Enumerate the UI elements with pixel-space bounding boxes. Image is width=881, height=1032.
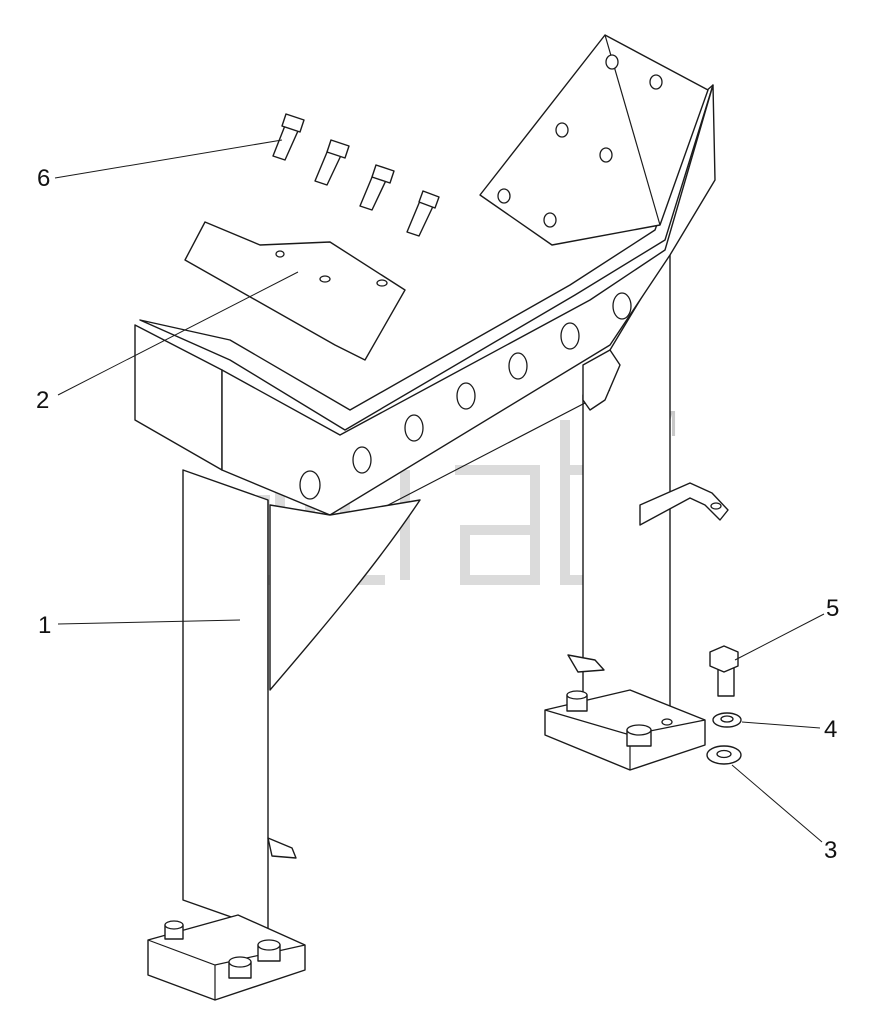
cradle-holes [299, 54, 663, 500]
bolts-set [272, 113, 440, 237]
callout-5: 5 [826, 595, 839, 622]
leader-2 [57, 271, 299, 396]
bolt [359, 164, 395, 211]
leader-5 [734, 613, 825, 661]
callout-4: 4 [824, 716, 837, 743]
callout-2: 2 [36, 387, 49, 414]
callout-1: 1 [38, 612, 51, 639]
bolt [272, 113, 305, 161]
leader-lines [54, 139, 825, 843]
callout-labels: 1 2 3 4 5 6 [36, 165, 839, 864]
bolt [314, 139, 350, 186]
leader-1 [57, 619, 241, 625]
flat-washer [706, 745, 742, 765]
cradle-frame [134, 34, 716, 691]
lock-washer [712, 712, 742, 728]
hex-bolt [709, 645, 739, 697]
right-base-bolts [566, 690, 673, 747]
callout-6: 6 [37, 165, 50, 192]
side-clip-bracket [639, 482, 729, 526]
leader-6 [54, 139, 283, 179]
callout-3: 3 [824, 837, 837, 864]
left-base-bolts [164, 920, 281, 979]
leader-4 [741, 721, 821, 729]
cover-plate [184, 221, 406, 361]
leader-3 [731, 764, 823, 843]
left-leg [147, 469, 306, 1001]
bolt [406, 190, 440, 237]
